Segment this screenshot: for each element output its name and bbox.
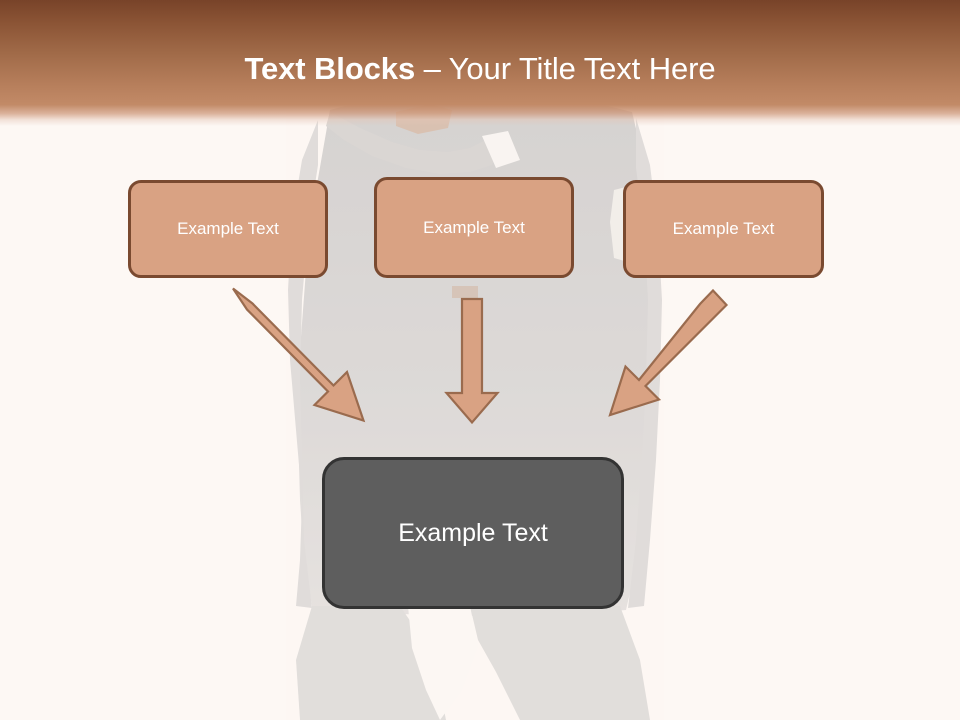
arrow-right-diagonal: [608, 288, 729, 417]
text-block-2[interactable]: Example Text: [374, 177, 574, 278]
header-band: [0, 0, 960, 126]
text-block-3-label: Example Text: [672, 219, 775, 238]
arrow-left-diagonal: [232, 287, 366, 423]
result-text-block-label: Example Text: [398, 519, 548, 547]
arrow-middle-vertical: [444, 297, 500, 425]
result-text-block[interactable]: Example Text: [322, 457, 624, 609]
text-block-1-label: Example Text: [177, 219, 279, 238]
text-block-3[interactable]: Example Text: [623, 180, 824, 278]
text-block-2-label: Example Text: [423, 217, 525, 237]
page-title-regular: – Your Title Text Here: [423, 51, 716, 86]
text-block-1[interactable]: Example Text: [128, 180, 328, 278]
page-title: Text Blocks – Your Title Text Here: [0, 50, 960, 88]
page-title-bold: Text Blocks: [244, 51, 424, 86]
